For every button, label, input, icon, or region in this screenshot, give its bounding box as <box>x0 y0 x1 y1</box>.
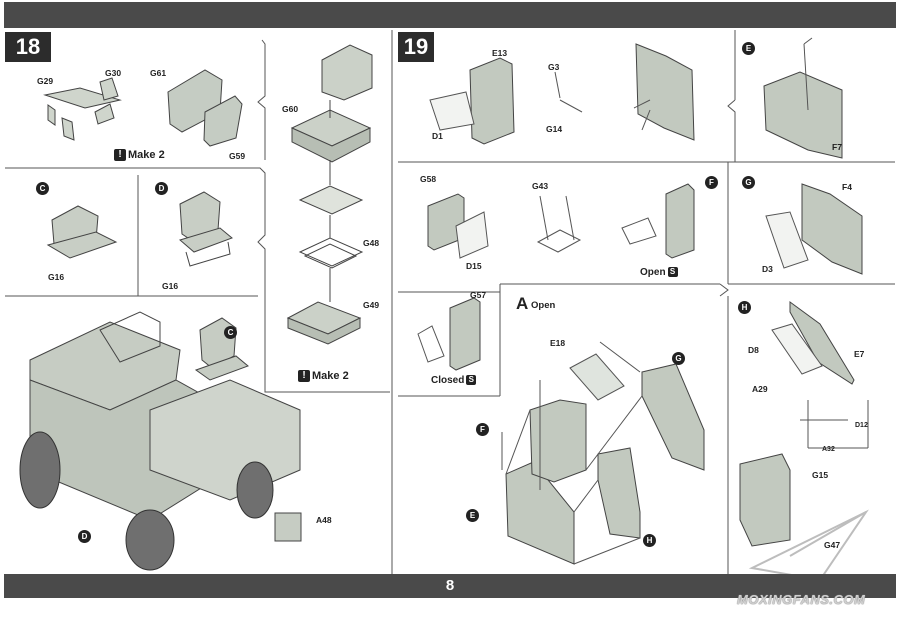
top-band <box>4 2 896 28</box>
make-two-note-top: !Make 2 <box>114 149 165 162</box>
seat-assemblies <box>46 191 233 267</box>
badge-d-seat: D <box>155 182 168 195</box>
label-g3: G3 <box>548 62 560 72</box>
step-19-number: 19 <box>398 32 434 62</box>
label-g30: G30 <box>105 68 122 78</box>
badge-g-top: G <box>742 176 755 189</box>
label-g60: G60 <box>282 104 299 114</box>
label-g58: G58 <box>420 174 437 184</box>
label-g61: G61 <box>150 68 167 78</box>
badge-e-assembly: E <box>466 509 479 522</box>
label-e7: E7 <box>854 349 865 359</box>
s-icon: S <box>466 375 477 386</box>
label-d1: D1 <box>432 131 443 141</box>
subassembly-a-letter: A <box>516 294 529 313</box>
label-g59: G59 <box>229 151 246 161</box>
watermark-text: MOXINGFANS.COM <box>737 592 866 607</box>
label-d8: D8 <box>748 345 759 355</box>
label-f4: F4 <box>842 182 852 192</box>
badge-f-open: F <box>705 176 718 189</box>
label-g14: G14 <box>546 124 563 134</box>
page-number: 8 <box>445 577 455 594</box>
s-icon: S <box>667 267 678 278</box>
badge-g-assembly: G <box>672 352 685 365</box>
badge-h-top: H <box>738 301 751 314</box>
badge-c-vehicle: C <box>224 326 237 339</box>
label-g16-d: G16 <box>162 281 179 291</box>
bottom-band: 8 <box>4 574 896 598</box>
seat-exploded-stack <box>286 44 373 345</box>
assembly-leader-lines <box>501 37 869 565</box>
badge-c-seat: C <box>36 182 49 195</box>
make-two-note-bottom: !Make 2 <box>298 370 349 383</box>
label-e18: E18 <box>550 338 566 348</box>
label-g15: G15 <box>812 470 829 480</box>
label-d12: D12 <box>855 422 868 429</box>
label-g29: G29 <box>37 76 54 86</box>
seat-back-parts <box>167 69 243 147</box>
label-f7: F7 <box>832 142 842 152</box>
label-g57: G57 <box>470 290 487 300</box>
badge-e-top: E <box>742 42 755 55</box>
label-a48: A48 <box>316 515 332 525</box>
seat-frame-parts <box>43 77 122 141</box>
label-d15: D15 <box>466 261 482 271</box>
vehicle-wheels <box>19 431 274 571</box>
label-g49: G49 <box>363 300 380 310</box>
label-g16-c: G16 <box>48 272 65 282</box>
warning-icon: ! <box>114 149 126 162</box>
label-g48: G48 <box>363 238 380 248</box>
label-e13: E13 <box>492 48 508 58</box>
label-a29: A29 <box>752 384 768 394</box>
window-glass-parts <box>417 91 823 401</box>
badge-f-assembly: F <box>476 423 489 436</box>
step18-divider <box>5 167 390 393</box>
label-a32: A32 <box>822 446 835 453</box>
label-d3: D3 <box>762 264 773 274</box>
warning-icon: ! <box>298 370 310 383</box>
badge-h-assembly: H <box>643 534 656 547</box>
label-g43: G43 <box>532 181 549 191</box>
subassembly-a-open: Open <box>531 300 556 311</box>
badge-d-vehicle: D <box>78 530 91 543</box>
label-g47: G47 <box>824 540 841 550</box>
step-18-number: 18 <box>5 32 51 62</box>
